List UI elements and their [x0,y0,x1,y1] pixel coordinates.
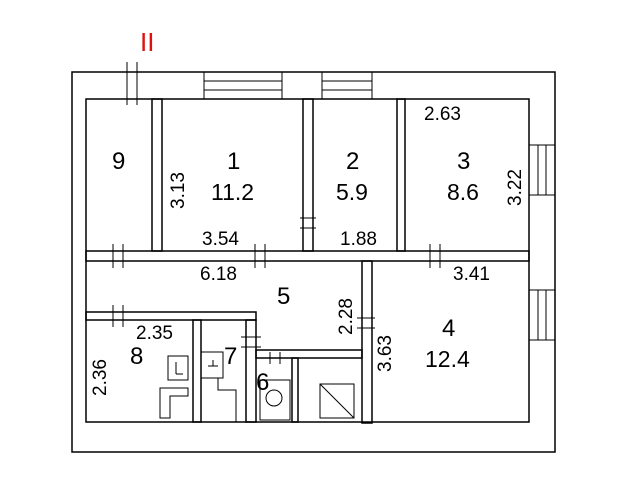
dim-room8-width: 2.35 [136,323,173,344]
dim-room3-width: 2.63 [424,104,461,125]
dim-room4-height: 3.63 [375,335,396,372]
dimension-labels: 3.13 3.54 1.88 2.63 3.22 6.18 2.28 3.41 … [90,104,526,396]
room-7-number: 7 [224,343,237,370]
room-4-number: 4 [442,315,455,342]
dim-room1-height: 3.13 [168,172,189,209]
room-9-number: 9 [112,148,125,175]
dim-room4-width: 3.41 [453,264,490,285]
top-windows [126,62,373,105]
room-1-number: 1 [227,148,240,175]
room-4-area: 12.4 [425,346,470,372]
room-6-number: 6 [256,369,269,396]
right-windows [528,144,556,341]
interior-walls [85,98,530,424]
room-8-number: 8 [130,343,143,370]
marker-label: II [140,27,154,57]
room-2-number: 2 [346,148,359,175]
dim-room3-height: 3.22 [505,169,526,206]
door-marks [112,217,441,364]
room-1-area: 11.2 [211,179,254,205]
room-labels: 9 1 11.2 2 5.9 3 8.6 5 4 12.4 8 7 6 [112,148,479,396]
room-5-number: 5 [277,283,290,310]
dim-room1-width: 3.54 [202,229,239,250]
room-3-area: 8.6 [447,179,479,205]
dim-room2-width: 1.88 [340,229,377,250]
dim-room5-width: 6.18 [200,264,237,285]
dim-room5-height: 2.28 [336,298,357,335]
room-3-number: 3 [457,148,470,175]
room-2-area: 5.9 [336,179,368,205]
fixtures [159,351,355,422]
dim-room8-height: 2.36 [90,359,111,396]
